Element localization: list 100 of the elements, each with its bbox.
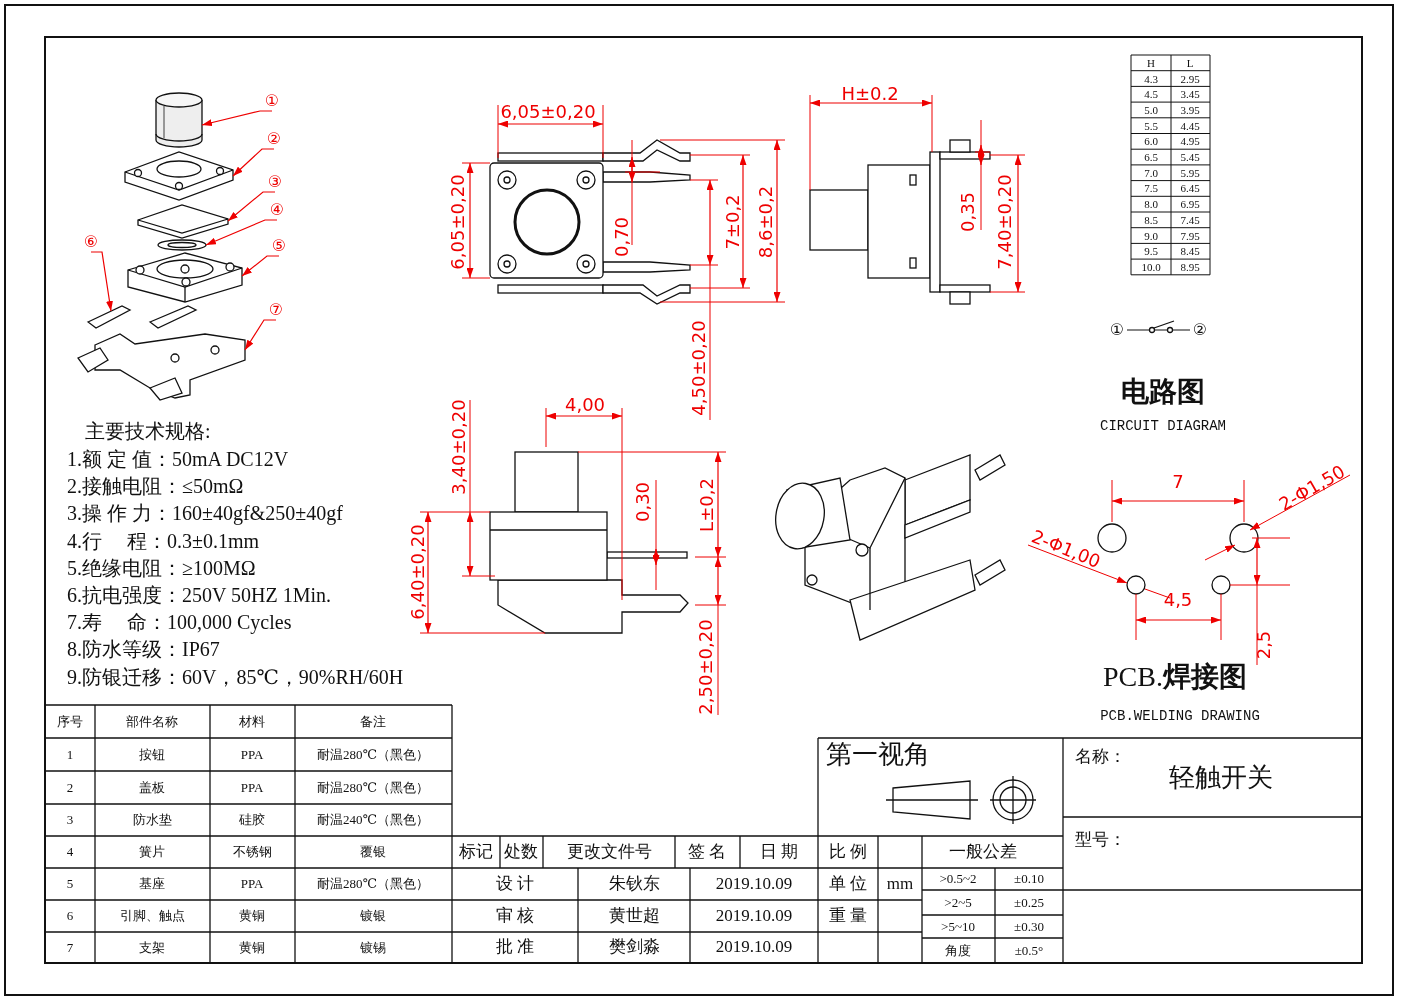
field-value: mm [886,874,914,894]
date-value: 2019.10.09 [715,937,793,957]
dimension-label: 2,5 [1254,630,1274,660]
tolerance-value: ±0.10 [1014,871,1044,887]
column-header: 序号 [57,714,83,729]
field-label: 第一视角 [826,740,930,770]
length-value: 3.45 [1180,88,1200,101]
section-subtitle: PCB.WELDING DRAWING [1100,709,1260,725]
column-header: 标记 [459,842,493,862]
terminal-number: ② [1190,320,1210,340]
dimension-label: 0,30 [633,481,653,523]
height-value: 8.0 [1144,198,1158,211]
callout-number: ⑦ [266,300,286,320]
length-value: 6.45 [1180,182,1200,195]
length-value: 6.95 [1180,198,1200,211]
item-number: 7 [66,940,74,955]
remark-text: 覆银 [360,844,386,860]
height-value: 4.3 [1144,72,1158,85]
material-name: 硅胶 [239,812,265,828]
dimension-label: 7 [1172,472,1184,492]
wire [1126,329,1191,331]
person-name: 朱钬东 [608,874,660,894]
leader-line [201,110,273,127]
material-name: 黄铜 [239,908,265,924]
leader-line [232,148,275,177]
tolerance-range: >0.5~2 [939,871,977,887]
column-header: 签 名 [687,842,727,862]
leader-line [244,319,277,351]
date-value: 2019.10.09 [715,874,793,894]
height-value: 4.5 [1144,88,1158,101]
field-label: 型号： [1075,830,1126,850]
spec-line: 5.绝缘电阻：≥100MΩ [67,556,256,579]
leader-line [227,191,276,222]
remark-text: 耐温280℃（黑色） [317,747,429,762]
height-value: 5.5 [1144,119,1158,132]
material-name: PPA [240,876,264,892]
dimension-label: 2,50±0,20 [696,619,716,715]
dimension-label: H±0.2 [841,84,899,104]
dimension-label: 0,70 [612,216,632,258]
callout-number: ① [262,91,282,111]
material-name: PPA [240,747,264,762]
field-label: 批 准 [495,937,535,957]
length-value: 5.45 [1180,151,1200,164]
person-name: 樊剑淼 [608,937,660,957]
part-name: 按钮 [139,747,165,762]
spec-line: 4.行 程：0.3±0.1mm [67,529,260,552]
dimension-label: 6,05±0,20 [448,174,468,270]
length-value: 8.45 [1180,245,1200,258]
height-value: 8.5 [1144,213,1158,226]
length-value: 5.95 [1180,166,1200,179]
item-number: 6 [66,908,74,924]
spec-heading: 主要技术规格: [85,420,211,442]
terminal-pin-drawing [86,305,198,329]
material-name: 黄铜 [239,940,265,955]
tolerance-value: ±0.30 [1014,919,1044,934]
dimension-label: L±0,2 [697,478,717,532]
tolerance-range: 角度 [945,943,971,958]
dimension-label: 4,5 [1163,590,1193,610]
dimension-label: 0,35 [958,191,978,233]
column-header: H [1147,56,1155,69]
leader-line [90,251,113,312]
spec-line: 3.操 作 力：160±40gf&250±40gf [67,502,343,525]
remark-text: 镀银 [360,908,386,924]
spec-line: 1.额 定 值：50mA DC12V [67,448,289,470]
part-name: 支架 [139,940,165,955]
material-name: PPA [240,780,264,795]
tolerance-value: ±0.5° [1014,943,1044,958]
part-name: 簧片 [139,844,165,860]
terminal-number: ① [1107,320,1127,340]
field-value: 轻触开关 [1169,763,1273,793]
material-name: 不锈钢 [232,844,272,860]
dimension-label: 7,40±0,20 [995,174,1015,270]
length-value: 4.95 [1180,135,1200,148]
part-name: 盖板 [139,780,165,795]
spec-line: 9.防银迁移：60V，85℃，90%RH/60H [67,665,404,688]
height-value: 9.0 [1144,229,1158,242]
field-label: 比 例 [828,842,868,862]
column-header: 材料 [239,714,265,729]
dimension-label: 6,05±0,20 [500,102,596,122]
height-value: 9.5 [1144,245,1158,258]
height-value: 7.0 [1144,166,1158,179]
height-value: 10.0 [1141,260,1161,273]
person-name: 黄世超 [608,906,660,926]
field-label: 重 量 [828,906,868,926]
field-label: 一般公差 [949,842,1017,862]
callout-number: ⑥ [81,232,101,252]
length-value: 7.45 [1180,213,1200,226]
column-header: 日 期 [759,842,799,862]
dimension-label: 3,40±0,20 [449,399,469,495]
spec-line: 8.防水等级：IP67 [67,638,220,661]
leader-line [241,255,280,277]
part-name: 防水垫 [132,812,172,828]
bracket-drawing [77,333,246,401]
remark-text: 镀锡 [360,940,386,955]
field-label: 单 位 [828,874,868,894]
length-value: 3.95 [1180,103,1200,116]
leader-line [205,219,278,246]
column-header: 更改文件号 [566,842,652,862]
length-value: 2.95 [1180,72,1200,85]
field-label: 名称： [1075,747,1126,767]
